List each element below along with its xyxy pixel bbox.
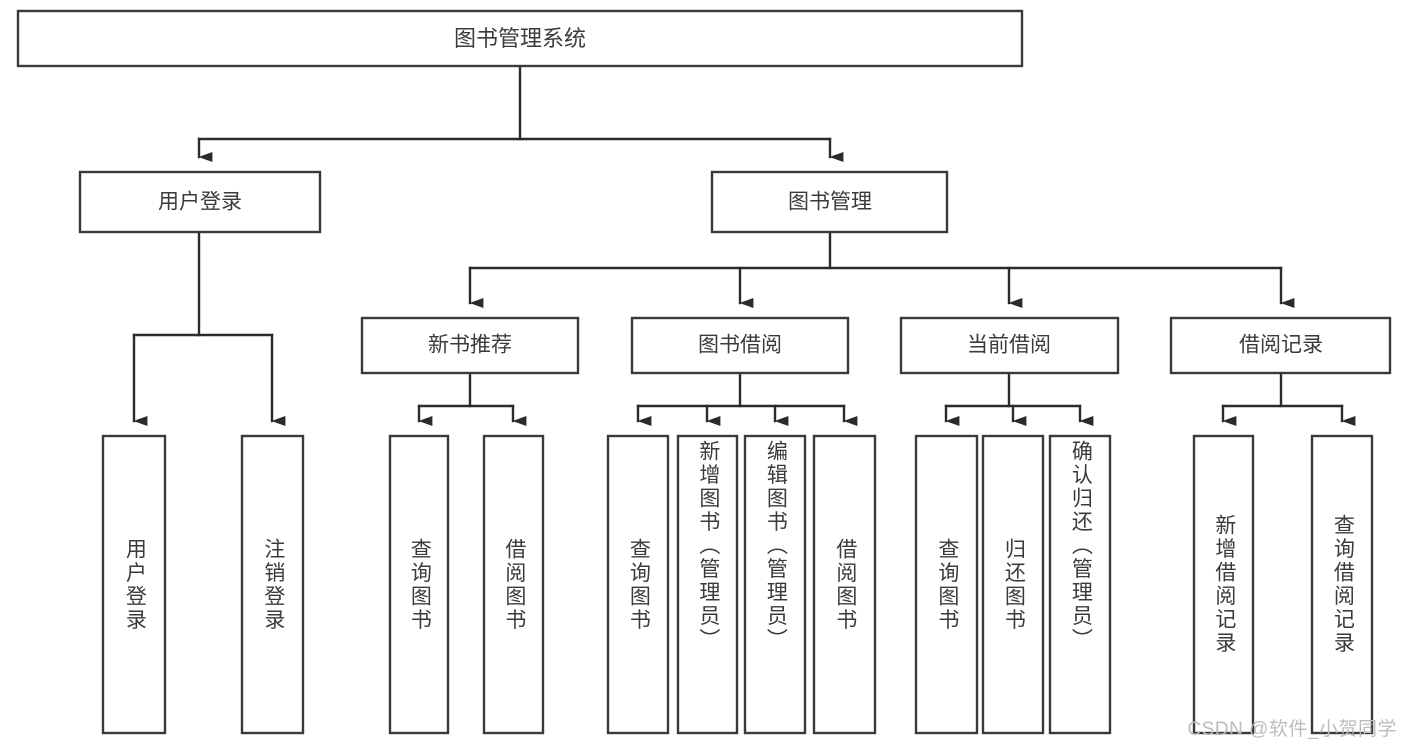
- node-book-borrow-label: 图书借阅: [698, 334, 782, 357]
- node-book-manage-box[interactable]: [710, 170, 949, 234]
- node-root-box[interactable]: [16, 9, 1024, 68]
- node-root-label: 图书管理系统: [454, 26, 586, 51]
- node-current-borrow-box[interactable]: [899, 316, 1120, 375]
- node-new-book-recommend[interactable]: 新书推荐: [360, 316, 580, 375]
- leaf-edit-book-box[interactable]: [743, 434, 807, 735]
- edge-group-book-borrow: [636, 371, 858, 426]
- watermark: CSDN @软件_小贺同学: [1187, 719, 1397, 740]
- node-borrow-record-box[interactable]: [1169, 316, 1392, 375]
- node-current-borrow[interactable]: 当前借阅: [899, 316, 1120, 375]
- node-user-login-label: 用户登录: [158, 191, 242, 214]
- edge-group-user-login: [132, 230, 286, 426]
- leaf-query-record-box[interactable]: [1310, 434, 1374, 735]
- node-book-manage[interactable]: 图书管理: [710, 170, 949, 234]
- edge-group-current-borrow: [944, 371, 1094, 426]
- leaf-query-book-current-box[interactable]: [914, 434, 979, 735]
- node-root[interactable]: 图书管理系统: [16, 9, 1024, 68]
- leaf-add-book-box[interactable]: [676, 434, 739, 735]
- node-new-book-recommend-box[interactable]: [360, 316, 580, 375]
- leaf-borrow-book-box[interactable]: [812, 434, 877, 735]
- leaf-query-book-borrow-box[interactable]: [606, 434, 670, 735]
- node-book-manage-label: 图书管理: [788, 191, 872, 214]
- edge-group-new-book-recommend: [417, 371, 527, 426]
- leaf-boxes: [101, 434, 1374, 735]
- leaf-return-book-box[interactable]: [981, 434, 1045, 735]
- node-user-login[interactable]: 用户登录: [78, 170, 322, 234]
- node-user-login-box[interactable]: [78, 170, 322, 234]
- node-book-borrow-box[interactable]: [630, 316, 850, 375]
- edge-group-book-manage: [468, 230, 1295, 308]
- edge-group-borrow-record: [1221, 371, 1356, 426]
- node-current-borrow-label: 当前借阅: [967, 334, 1051, 357]
- node-borrow-record[interactable]: 借阅记录: [1169, 316, 1392, 375]
- leaf-logout-box[interactable]: [240, 434, 305, 735]
- edge-group-root: [197, 64, 844, 162]
- leaf-borrow-book-recommend-box[interactable]: [482, 434, 545, 735]
- leaf-add-record-box[interactable]: [1192, 434, 1255, 735]
- leaf-query-book-recommend-box[interactable]: [388, 434, 450, 735]
- node-new-book-recommend-label: 新书推荐: [428, 334, 512, 357]
- node-borrow-record-label: 借阅记录: [1239, 334, 1323, 357]
- leaf-user-login-box[interactable]: [101, 434, 167, 735]
- leaf-confirm-return-box[interactable]: [1048, 434, 1112, 735]
- node-book-borrow[interactable]: 图书借阅: [630, 316, 850, 375]
